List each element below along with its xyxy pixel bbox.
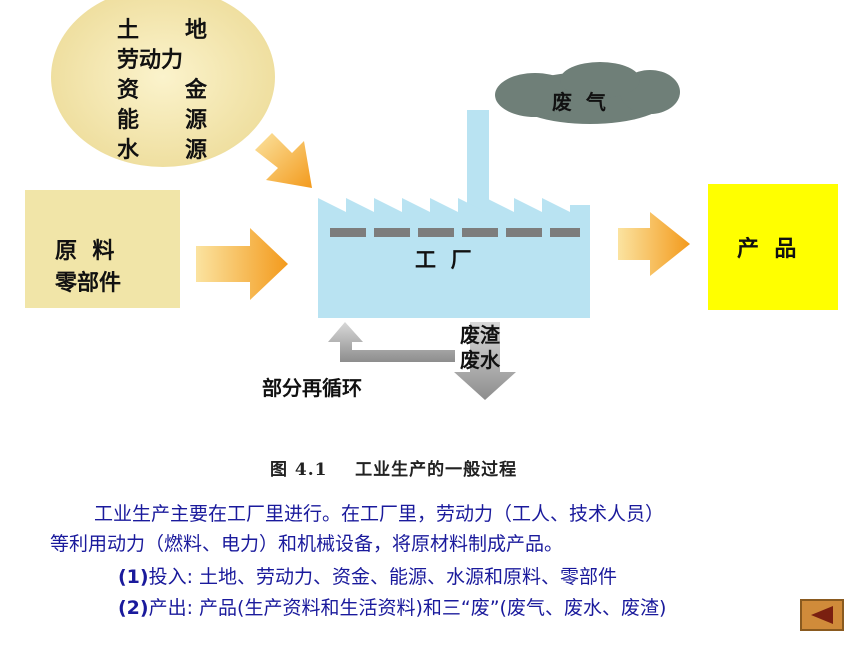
text-item: 水 bbox=[117, 138, 142, 163]
factory-windows bbox=[330, 228, 580, 237]
input-labor: 劳动力 bbox=[117, 42, 209, 73]
input-energy: 能 源 bbox=[117, 102, 209, 133]
product-label: 产 品 bbox=[737, 237, 797, 262]
text-item: 土 bbox=[117, 18, 142, 43]
factory-chimney bbox=[467, 110, 489, 220]
back-button[interactable] bbox=[800, 599, 844, 631]
body-paragraph-line2: 等利用动力（燃料、电力）和机械设备，将原材料制成产品。 bbox=[50, 533, 564, 555]
recycle-label: 部分再循环 bbox=[262, 376, 362, 400]
list-number: (2) bbox=[118, 597, 149, 619]
list-text: 投入: 土地、劳动力、资金、能源、水源和原料、零部件 bbox=[148, 566, 618, 588]
product-box bbox=[708, 184, 838, 310]
figure-caption: 图 4.1 工业生产的一般过程 bbox=[270, 460, 518, 480]
waste-label-1: 废渣 bbox=[460, 323, 500, 347]
industrial-process-diagram bbox=[25, 0, 838, 400]
list-item-input: (1)投入: 土地、劳动力、资金、能源、水源和原料、零部件 bbox=[118, 562, 617, 592]
arrow-materials-to-factory bbox=[196, 228, 288, 300]
materials-box bbox=[25, 190, 180, 308]
text-item: 资 bbox=[117, 78, 142, 103]
list-text: 产出: 产品(生产资料和生活资料)和三“废”(废气、废水、废渣) bbox=[148, 597, 667, 619]
text-item: 源 bbox=[184, 138, 209, 163]
materials-label-2: 零部件 bbox=[55, 271, 122, 296]
inputs-circle-text: 土 地 劳动力 资 金 能 源 水 源 bbox=[117, 12, 209, 163]
body-paragraph-line1: 工业生产主要在工厂里进行。在工厂里，劳动力（工人、技术人员） bbox=[94, 503, 665, 525]
materials-label-1: 原 料 bbox=[55, 239, 115, 264]
exhaust-label: 废 气 bbox=[552, 90, 606, 114]
input-land: 土 地 bbox=[117, 12, 209, 43]
exhaust-cloud bbox=[495, 62, 680, 124]
arrow-factory-to-product bbox=[618, 212, 690, 276]
arrow-circle-to-factory bbox=[255, 133, 312, 188]
inputs-circle bbox=[51, 0, 275, 167]
list-item-output: (2)产出: 产品(生产资料和生活资料)和三“废”(废气、废水、废渣) bbox=[118, 593, 666, 623]
factory-label: 工 厂 bbox=[415, 248, 472, 272]
list-number: (1) bbox=[118, 566, 149, 588]
input-water: 水 源 bbox=[117, 132, 209, 163]
waste-label-2: 废水 bbox=[460, 348, 500, 372]
triangle-left-icon bbox=[811, 606, 833, 624]
text-item: 地 bbox=[184, 18, 209, 43]
recycle-arrow bbox=[328, 322, 455, 362]
text-item: 金 bbox=[184, 78, 209, 103]
text-item: 劳动力 bbox=[117, 48, 184, 73]
waste-down-arrow bbox=[454, 322, 516, 400]
text-item: 能 bbox=[117, 108, 142, 133]
input-capital: 资 金 bbox=[117, 72, 209, 103]
text-item: 源 bbox=[184, 108, 209, 133]
